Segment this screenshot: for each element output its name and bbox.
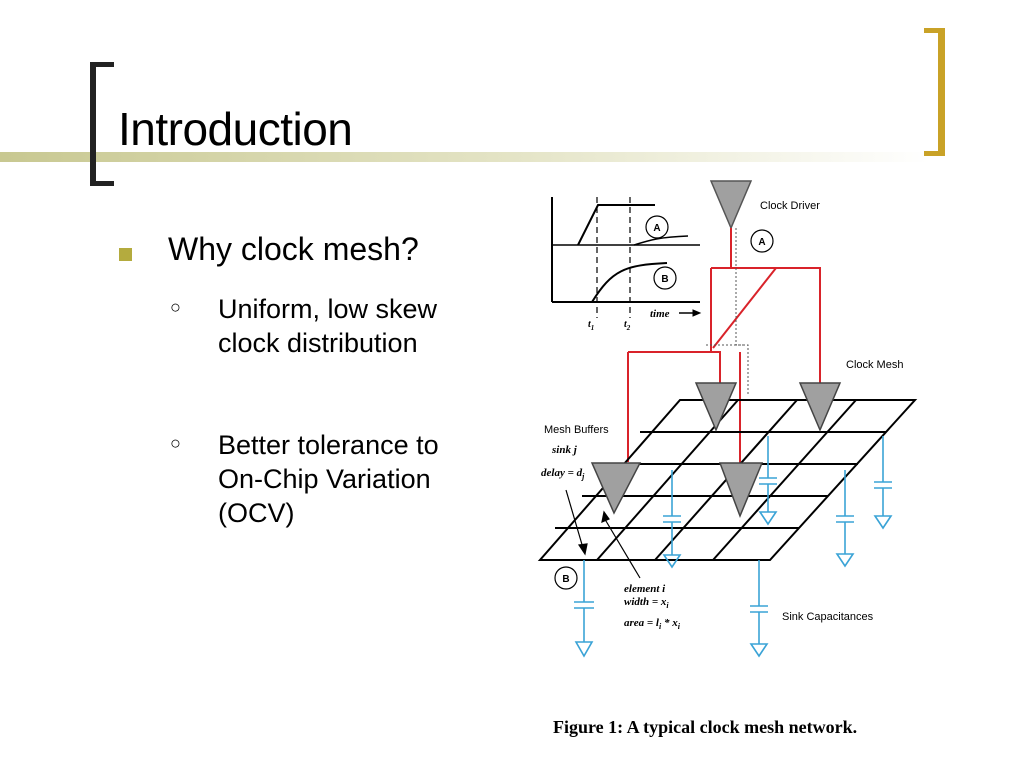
timing-diagram bbox=[551, 197, 702, 318]
sink-node-b-marker bbox=[554, 566, 578, 590]
sink-j-label: sink j bbox=[551, 444, 578, 456]
t2-label: t2 bbox=[624, 319, 631, 332]
sink-capacitors bbox=[574, 436, 893, 658]
driver-node-a-label: A bbox=[758, 237, 765, 248]
sink-node-b-label: B bbox=[562, 574, 569, 585]
t2-sub: 2 bbox=[626, 324, 631, 332]
timing-node-b-label: B bbox=[661, 274, 668, 285]
mesh-buffers-label: Mesh Buffers bbox=[544, 424, 609, 436]
width-label: width = xi bbox=[624, 596, 669, 610]
red-clock-tree bbox=[627, 228, 821, 463]
sub-bullet-line: On-Chip Variation bbox=[218, 464, 431, 494]
area-text: area = l bbox=[624, 617, 660, 629]
width-sub: i bbox=[666, 601, 669, 610]
t2-text: t bbox=[624, 319, 628, 330]
driver-node-a-marker bbox=[750, 229, 774, 253]
sub-bullet-line: (OCV) bbox=[218, 498, 295, 528]
right-bracket bbox=[924, 28, 945, 156]
left-bracket bbox=[90, 62, 114, 186]
sub-bullet-uniform: Uniform, low skew clock distribution bbox=[218, 292, 518, 360]
bullet-why-clock-mesh: Why clock mesh? bbox=[168, 231, 419, 267]
clock-mesh-label: Clock Mesh bbox=[846, 359, 903, 371]
sub-bullet-ocv: Better tolerance to On-Chip Variation (O… bbox=[218, 428, 518, 530]
element-i-label: element i bbox=[624, 583, 666, 595]
t1-sub: 1 bbox=[591, 324, 595, 332]
sink-capacitances-label: Sink Capacitances bbox=[782, 611, 874, 623]
figure-caption: Figure 1: A typical clock mesh network. bbox=[553, 717, 858, 737]
delay-text: delay = d bbox=[541, 467, 583, 479]
sub-bullet-circle-icon: ○ bbox=[170, 297, 181, 317]
clock-driver-label: Clock Driver bbox=[760, 200, 820, 212]
t1-label: t1 bbox=[588, 319, 594, 332]
bullet-square-icon bbox=[119, 248, 132, 261]
dotted-path bbox=[706, 228, 749, 395]
width-text: width = x bbox=[624, 596, 667, 608]
delay-sub: j bbox=[580, 472, 585, 481]
area-label: area = li * xi bbox=[624, 617, 681, 631]
sub-bullet-circle-icon: ○ bbox=[170, 433, 181, 453]
time-label: time bbox=[650, 308, 670, 320]
t1-text: t bbox=[588, 319, 592, 330]
area-sub: i bbox=[659, 622, 662, 631]
clock-driver-buffer bbox=[709, 180, 753, 230]
delay-label: delay = dj bbox=[541, 467, 585, 481]
sub-bullet-line: Better tolerance to bbox=[218, 430, 439, 460]
sub-bullet-line: Uniform, low skew bbox=[218, 294, 438, 324]
mesh-buffers bbox=[590, 382, 842, 519]
area-tail: * x bbox=[661, 617, 678, 629]
slide-title: Introduction bbox=[118, 103, 353, 155]
annotation-arrows bbox=[565, 489, 641, 579]
timing-node-a-label: A bbox=[653, 223, 660, 234]
sub-bullet-line: clock distribution bbox=[218, 328, 418, 358]
area-tail-sub: i bbox=[678, 622, 681, 631]
